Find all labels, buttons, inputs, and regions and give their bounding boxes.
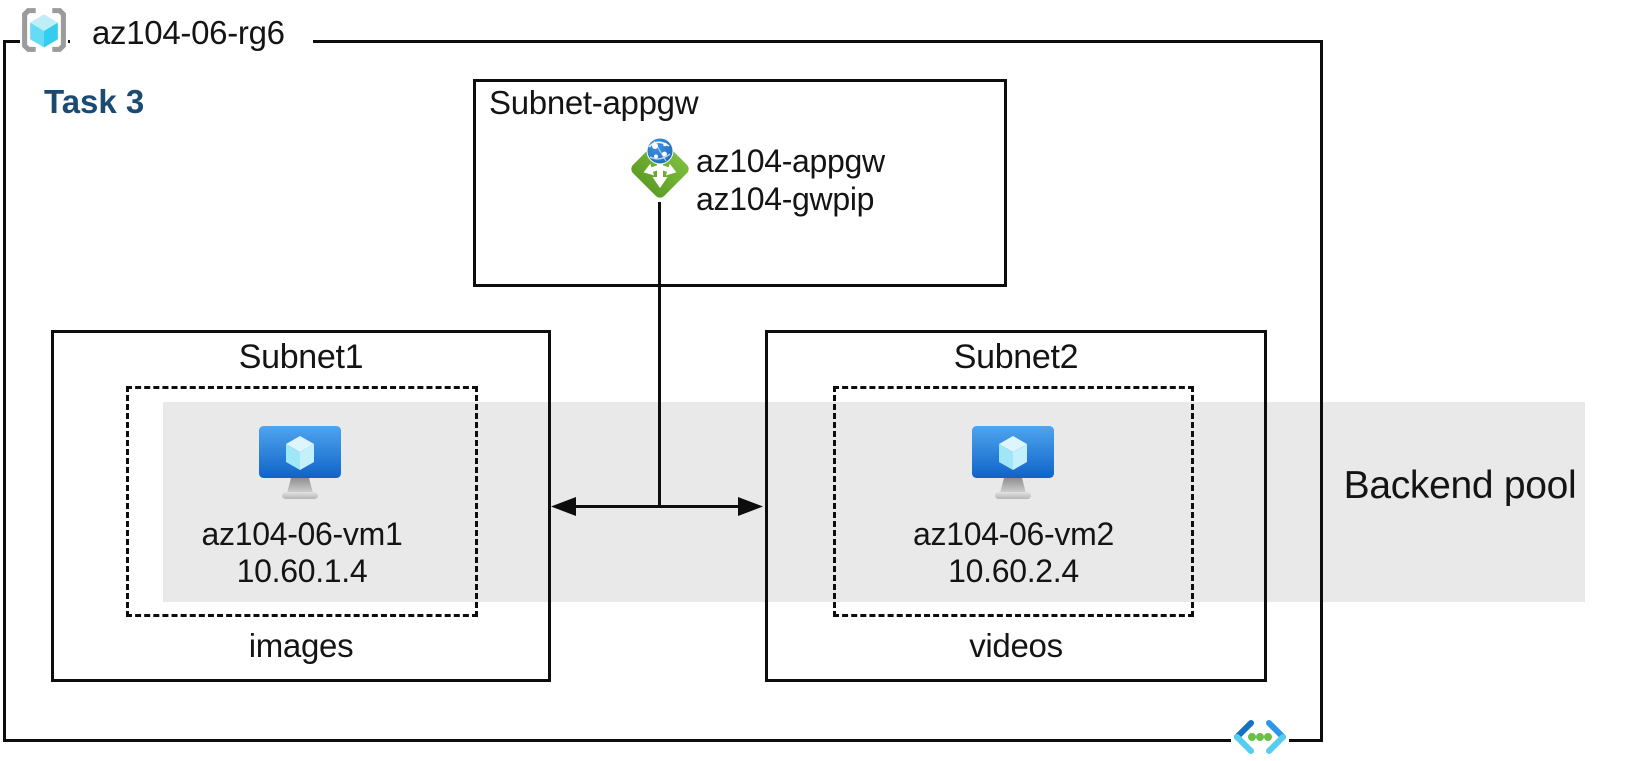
subnet2-vm-dashed-box [833,386,1194,617]
appgw-name: az104-appgw [696,143,885,179]
subnet1-title: Subnet1 [238,338,364,376]
subnet2-box [765,330,1267,682]
resource-group-title: az104-06-rg6 [70,12,313,54]
vm2-ip: 10.60.2.4 [948,553,1079,589]
appgw-subnet-title: Subnet-appgw [489,84,699,121]
vm2-labels: az104-06-vm2 10.60.2.4 [833,516,1194,590]
virtual-machine-icon [971,426,1055,501]
vm2-name: az104-06-vm2 [913,516,1114,552]
subnet1-box [51,330,551,682]
resource-group-box [3,40,1323,742]
task-label: Task 3 [44,83,145,120]
virtual-network-icon [1231,714,1289,760]
backend-pool-label: Backend pool [1343,464,1577,507]
vm1-ip: 10.60.1.4 [236,553,368,589]
subnet1-vm-dashed-box [126,386,478,617]
vm1-labels: az104-06-vm1 10.60.1.4 [126,516,478,590]
subnet2-caption: videos [969,627,1063,664]
backend-pool-band [163,402,1585,602]
vm1-name: az104-06-vm1 [201,516,403,552]
application-gateway-icon [626,135,694,203]
virtual-machine-icon [258,426,342,501]
subnet2-title: Subnet2 [953,338,1079,376]
subnet1-caption: images [248,627,354,664]
resource-group-icon [20,5,68,55]
appgw-subnet-box [473,79,1007,287]
appgw-public-ip-name: az104-gwpip [696,181,875,217]
appgw-labels: az104-appgw az104-gwpip [696,142,885,218]
